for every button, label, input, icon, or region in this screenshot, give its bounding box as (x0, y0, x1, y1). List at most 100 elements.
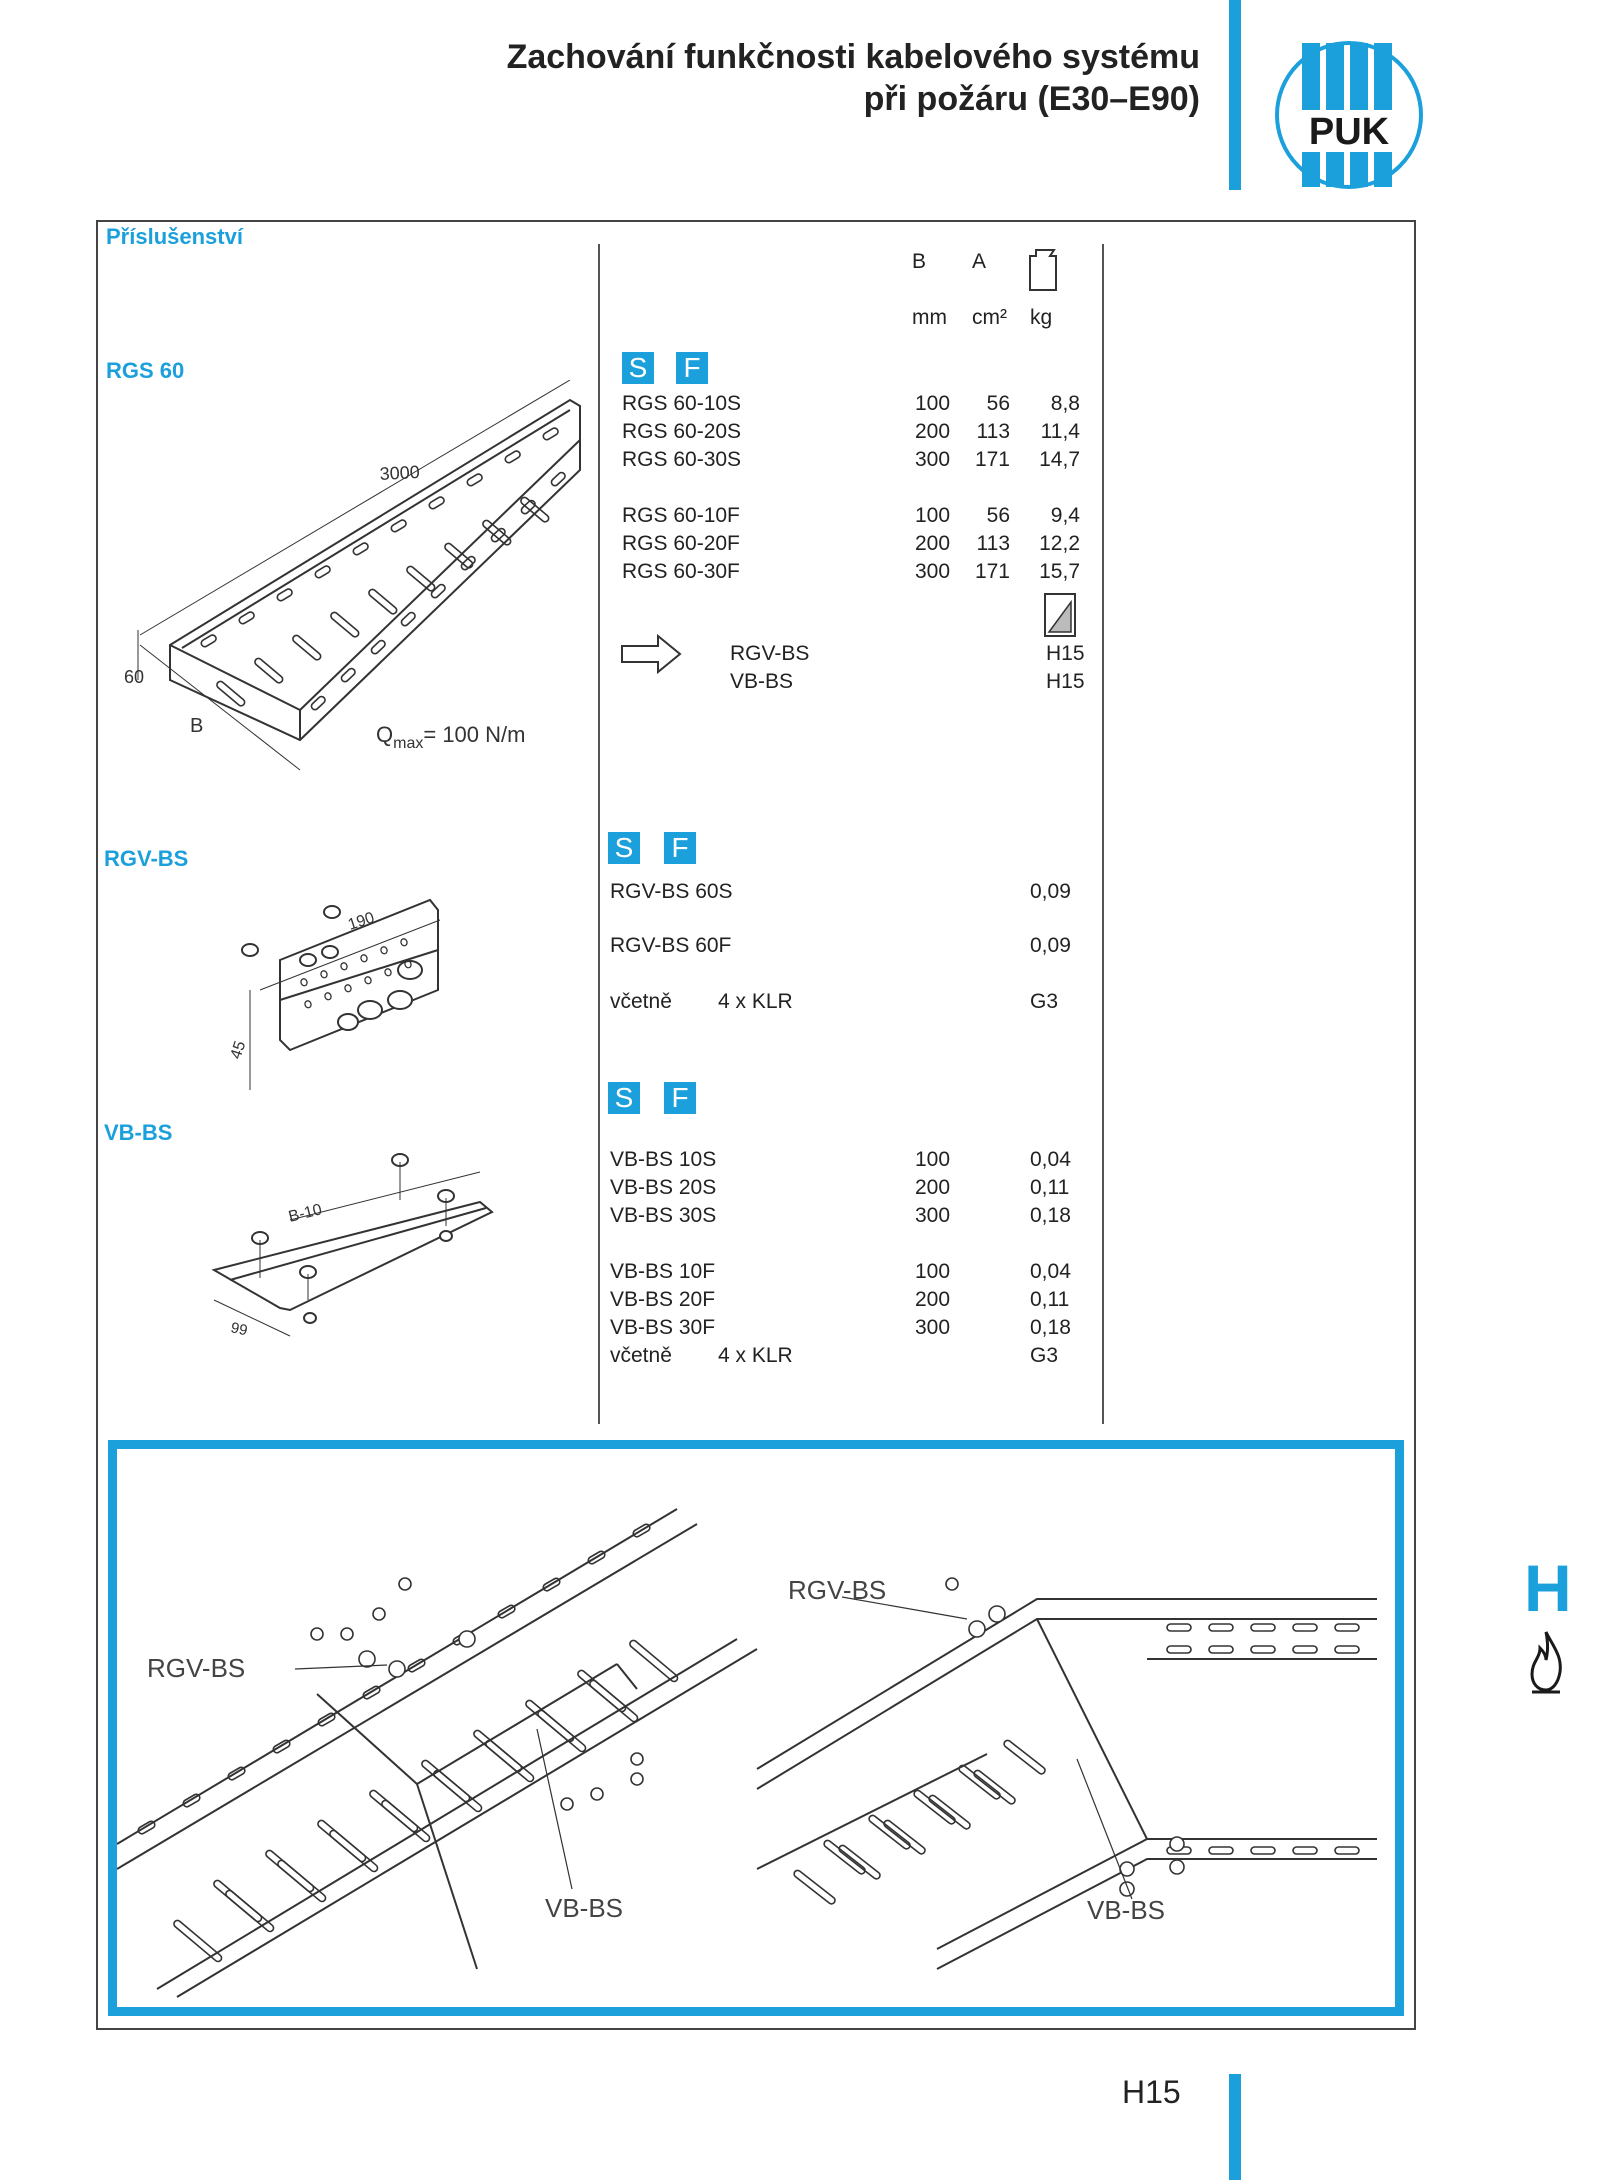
accent-bar-bottom (1229, 2074, 1241, 2180)
rgs-row-name: RGS 60-10F (622, 504, 740, 527)
rgs-row-a: 171 (974, 560, 1010, 583)
rgs-row-b: 200 (915, 532, 951, 555)
dim-height: 60 (124, 667, 144, 687)
weight-icon (1029, 249, 1057, 291)
vb-row-b: 200 (915, 1176, 951, 1199)
rgv-incl-ref[interactable]: G3 (1030, 990, 1059, 1013)
rgs-row-kg: 12,2 (1039, 532, 1080, 555)
rgs-row-name: RGS 60-30F (622, 560, 740, 583)
rgs-row-kg: 8,8 (1050, 392, 1080, 415)
rgv-row-1-name: RGV-BS 60S (610, 880, 733, 903)
col-kg: kg (1030, 306, 1053, 329)
rgv-label: RGV-BS (104, 846, 189, 871)
rgv-row-1-kg: 0,09 (1030, 880, 1071, 903)
load-label: Qmax= 100 N/m (376, 722, 525, 752)
vb-row-kg: 0,11 (1030, 1176, 1070, 1199)
vb-row-name: VB-BS 20F (610, 1288, 716, 1311)
ill-left-rgv-label: RGV-BS (147, 1653, 245, 1683)
section-label: Příslušenství (106, 224, 243, 249)
rgs-row-b: 300 (915, 560, 951, 583)
vb-row-name: VB-BS 10S (610, 1148, 717, 1171)
logo-text: PUK (1309, 111, 1390, 153)
vb-row-name: VB-BS 10F (610, 1260, 716, 1283)
vb-row-b: 300 (915, 1204, 951, 1227)
col-b: B (912, 250, 927, 273)
rgs-row-a: 113 (976, 532, 1010, 555)
vb-row-kg: 0,04 (1030, 1260, 1071, 1283)
ill-right-rgv-label: RGV-BS (788, 1575, 886, 1605)
rgv-connector-drawing: 190 45 (228, 898, 441, 1090)
vb-connector-drawing: B-10 99 (211, 1153, 494, 1339)
rgs-row-a: 113 (976, 420, 1010, 443)
s-badge-vb: S (608, 1082, 640, 1114)
ill-right-vb-label: VB-BS (1087, 1895, 1165, 1925)
column-separator-right (1102, 244, 1104, 1424)
page-title: Zachování funkčnosti kabelového systému … (507, 36, 1200, 120)
flame-icon (1530, 1631, 1562, 1694)
f-badge: F (676, 352, 708, 384)
puk-logo: PUK (1275, 41, 1423, 189)
page-number: H15 (1122, 2074, 1181, 2110)
dim-width: B (190, 715, 203, 737)
rgs-row-kg: 11,4 (1040, 420, 1080, 443)
rgs-row-a: 56 (986, 504, 1010, 527)
vb-row-name: VB-BS 30S (610, 1204, 717, 1227)
vb-incl-word: včetně (610, 1344, 672, 1367)
rgs-tray-drawing: 3000 60 B Qmax= 100 N/m (124, 380, 581, 771)
rgs-row-b: 100 (915, 392, 951, 415)
vb-row-kg: 0,04 (1030, 1148, 1071, 1171)
rgv-row-2-kg: 0,09 (1030, 934, 1071, 957)
vb-row-b: 100 (915, 1260, 951, 1283)
rgs-row-name: RGS 60-30S (622, 448, 742, 471)
rgs-row-kg: 9,4 (1050, 504, 1080, 527)
vb-dim-2: 99 (229, 1319, 249, 1339)
f-badge-vb: F (664, 1082, 696, 1114)
accent-bar-top (1229, 0, 1241, 190)
title-line-2: při požáru (E30–E90) (863, 80, 1200, 118)
vb-row-kg: 0,18 (1030, 1204, 1071, 1227)
rgs-row-name: RGS 60-20S (622, 420, 742, 443)
s-badge: S (622, 352, 654, 384)
ref-page-2[interactable]: H15 (1046, 670, 1085, 693)
rgs-row-name: RGS 60-20F (622, 532, 740, 555)
dim-length: 3000 (379, 462, 420, 484)
column-separator-left (598, 244, 600, 1424)
illustration-frame (108, 1440, 1404, 2016)
rgs-row-b: 200 (915, 420, 951, 443)
ill-left-vb-label: VB-BS (545, 1893, 623, 1923)
rgs-label: RGS 60 (106, 358, 185, 383)
vb-dim-1: B-10 (287, 1201, 324, 1226)
ref-name-2: VB-BS (730, 670, 794, 693)
rgs-row-a: 171 (974, 448, 1010, 471)
vb-row-b: 100 (915, 1148, 951, 1171)
rgs-row-name: RGS 60-10S (622, 392, 742, 415)
col-mm: mm (912, 306, 947, 329)
ref-name-1: RGV-BS (730, 642, 810, 665)
vb-row-name: VB-BS 20S (610, 1176, 717, 1199)
rgs-row-kg: 15,7 (1039, 560, 1080, 583)
vb-incl-ref[interactable]: G3 (1030, 1344, 1059, 1367)
rgs-row-kg: 14,7 (1039, 448, 1080, 471)
product-frame (96, 220, 1416, 2030)
title-line-1: Zachování funkčnosti kabelového systému (506, 38, 1200, 76)
rgv-incl-word: včetně (610, 990, 672, 1013)
vb-row-kg: 0,18 (1030, 1316, 1071, 1339)
section-letter: H (1524, 1551, 1572, 1625)
page-ref-icon (1044, 593, 1076, 637)
col-cm2: cm² (972, 306, 1007, 329)
col-a: A (972, 250, 987, 273)
s-badge-rgv: S (608, 832, 640, 864)
rgv-dim-2: 45 (228, 1039, 250, 1061)
arrow-right-icon (621, 634, 682, 674)
vb-label: VB-BS (104, 1120, 173, 1145)
f-badge-rgv: F (664, 832, 696, 864)
rgv-incl-item: 4 x KLR (718, 990, 793, 1013)
rgs-row-b: 100 (915, 504, 951, 527)
assembly-illustration: RGV-BS VB-BS RGV-BS VB-BS (117, 1508, 1377, 1998)
ref-page-1[interactable]: H15 (1046, 642, 1085, 665)
rgv-row-2-name: RGV-BS 60F (610, 934, 732, 957)
vb-row-kg: 0,11 (1030, 1288, 1070, 1311)
vb-incl-item: 4 x KLR (718, 1344, 793, 1367)
rgs-row-a: 56 (986, 392, 1010, 415)
vb-row-name: VB-BS 30F (610, 1316, 716, 1339)
